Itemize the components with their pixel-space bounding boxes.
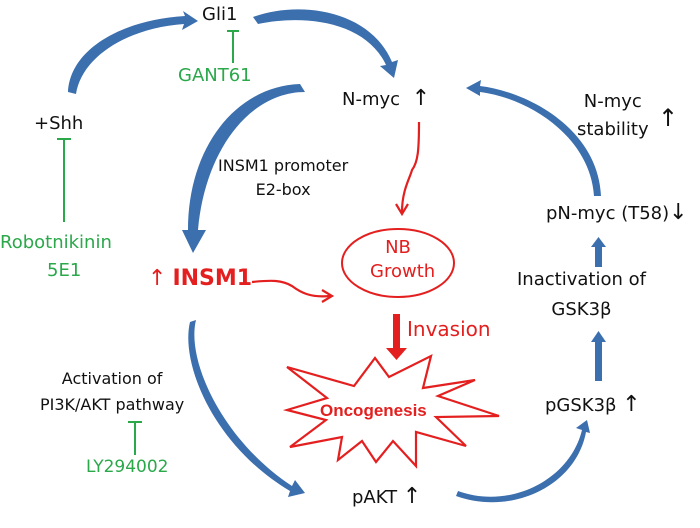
pnmyc-text: pN-myc (T58): [546, 203, 670, 224]
gsk3b-inactivation-label: Inactivation of GSK3β: [517, 265, 646, 325]
up-arrow-icon: ↑: [658, 104, 679, 132]
gant61-label: GANT61: [178, 65, 252, 86]
pgsk3b-label: pGSK3β ↑: [545, 392, 641, 418]
arrow-nmyc-to-nbgrowth: [395, 121, 421, 217]
ly294002-label: LY294002: [86, 457, 169, 477]
nb-growth-ellipse: [341, 228, 455, 298]
arrow-pnmyc-to-nmyc: [466, 80, 601, 196]
nmyc-stability-label: N-myc stability: [577, 88, 649, 144]
up-arrow-icon: ↑: [622, 392, 641, 417]
arrow-nbgrowth-to-oncogenesis: [386, 314, 407, 360]
pi3k-line2: PI3K/AKT pathway: [40, 395, 185, 414]
down-arrow-icon: ↓: [669, 200, 688, 225]
up-arrow-icon: ↑: [411, 86, 431, 111]
arrow-insm1-to-nbgrowth: [251, 279, 335, 303]
nmyc-label: N-myc ↑: [342, 86, 430, 112]
pi3k-line1: Activation of: [61, 369, 163, 388]
gli1-label: Gli1: [202, 4, 238, 25]
pakt-text: pAKT: [352, 487, 398, 508]
shh-label: +Shh: [34, 113, 84, 134]
pi3k-label: Activation of PI3K/AKT pathway: [40, 366, 184, 418]
arrow-shh-to-gli1: [68, 11, 198, 94]
arrow-nmyc-to-insm1: [182, 84, 305, 253]
arrow-gsk3b-inactivation-to-pnmyc: [591, 237, 606, 267]
inhibit-robotnikinin-shh: [57, 138, 71, 222]
insm1-text: INSM1: [172, 266, 253, 291]
arrow-gli1-to-nmyc: [253, 9, 398, 78]
inhibit-ly294002-pi3k: [128, 421, 142, 455]
insm1-promoter-line1: INSM1 promoter: [218, 156, 349, 175]
gsk3b-inactivation-line2: GSK3β: [551, 299, 612, 320]
insm1-promoter-line2: E2-box: [255, 180, 311, 199]
nb-growth-label: NB Growth: [370, 236, 436, 284]
nmyc-stability-line1: N-myc: [583, 91, 642, 112]
arrow-insm1-to-pakt: [188, 320, 305, 497]
pakt-label: pAKT ↑: [352, 484, 421, 510]
invasion-label: Invasion: [407, 317, 491, 341]
up-arrow-icon: ↑: [148, 266, 167, 291]
insm1-promoter-label: INSM1 promoter E2-box: [218, 154, 348, 202]
insm1-label: ↑INSM1: [148, 266, 252, 292]
pnmyc-label: pN-myc (T58)↓: [546, 200, 688, 226]
oncogenesis-label: Oncogenesis: [320, 401, 427, 420]
gsk3b-inactivation-line1: Inactivation of: [517, 269, 646, 290]
inhibit-gant61-gli1: [227, 30, 239, 63]
arrow-pakt-to-pgsk3b: [456, 420, 590, 503]
nmyc-stability-line2: stability: [577, 119, 649, 140]
nb-growth-line2: Growth: [370, 261, 436, 282]
oncogenesis-starburst: [282, 353, 500, 469]
nb-growth-line1: NB: [385, 237, 411, 258]
robotnikinin-5e1-label: 5E1: [47, 260, 82, 281]
up-arrow-icon: ↑: [402, 484, 422, 509]
nmyc-text: N-myc: [342, 89, 401, 110]
robotnikinin-label: Robotnikinin: [0, 232, 112, 253]
pgsk3b-text: pGSK3β: [545, 395, 617, 416]
arrow-pgsk3b-to-gsk3b-inactivation: [591, 331, 606, 381]
